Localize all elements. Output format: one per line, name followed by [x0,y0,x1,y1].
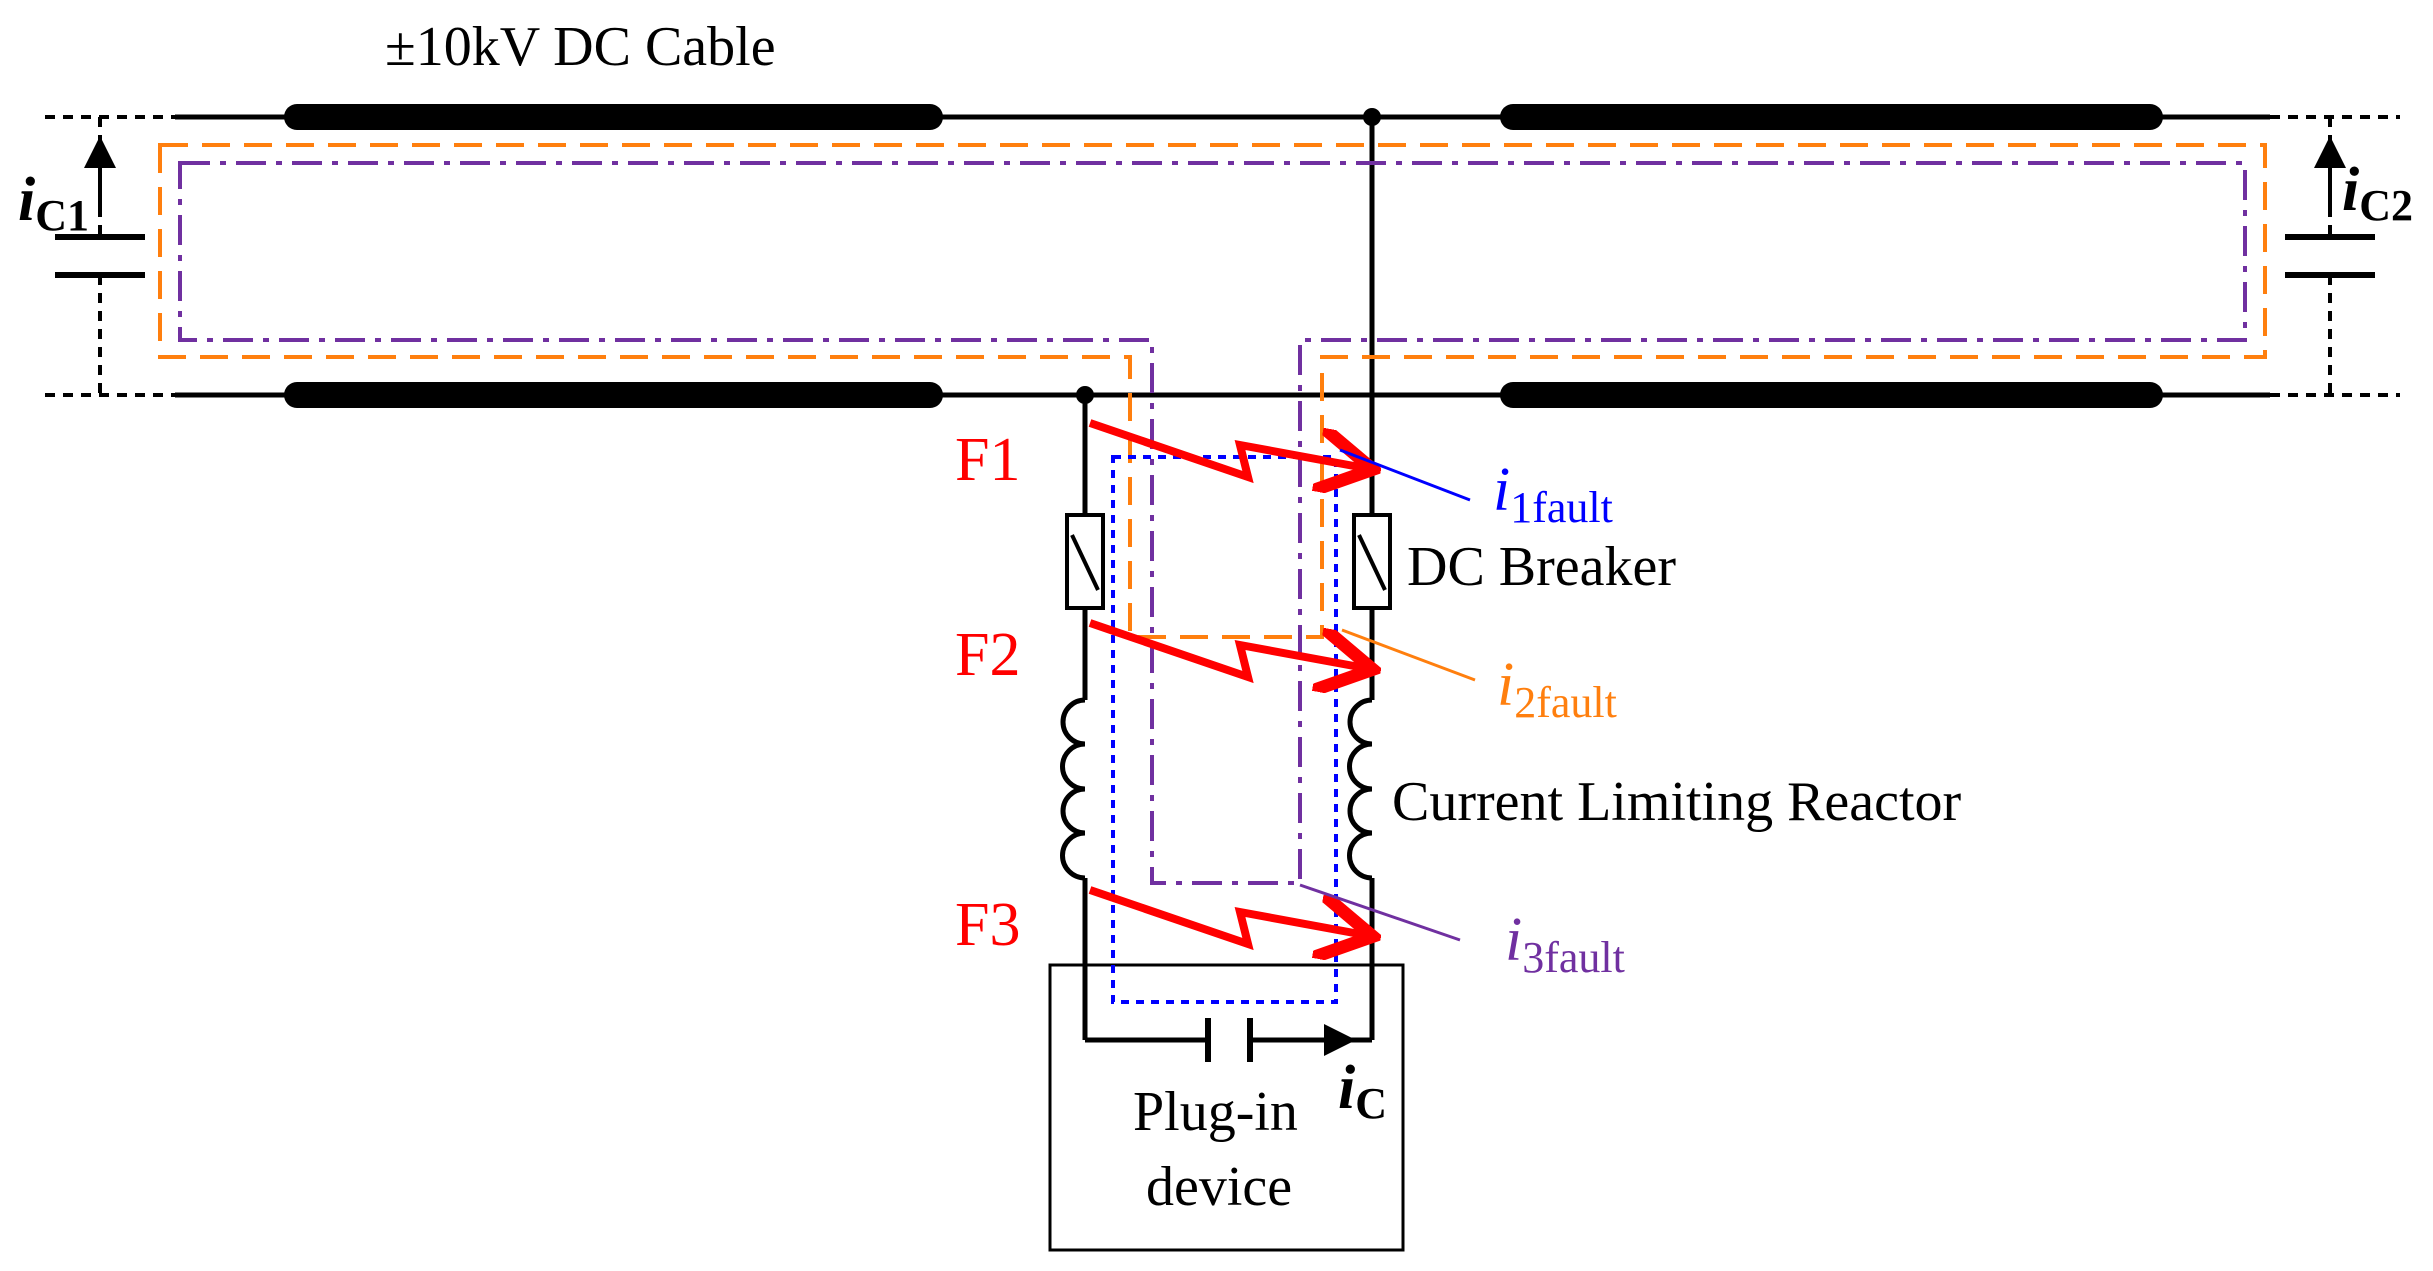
ic-label: iC [1338,1054,1387,1128]
cable-label: ±10kV DC Cable [385,16,776,78]
device-label-line1: Plug-in [1133,1081,1298,1143]
fault-label-f1: F1 [955,426,1020,494]
i2fault-label: i2fault [1497,651,1617,727]
fault-arrow-f1 [1088,419,1365,477]
fault-loop-1-blue [1111,455,1338,1004]
breaker-right [1352,513,1392,610]
plug-in-device-box [1048,963,1405,1252]
fault-arrow-f2 [1088,619,1365,677]
reactor-label: Current Limiting Reactor [1392,771,1962,833]
i3fault-leader [1299,883,1461,942]
cable-segments [284,104,2163,408]
reactor-left-coil [1060,697,1086,881]
breaker-left [1065,513,1105,610]
i3fault-label: i3fault [1505,906,1625,982]
ic1-label: iC1 [18,166,89,240]
breaker-label: DC Breaker [1407,536,1676,598]
fault-label-f2: F2 [955,621,1020,689]
reactor-right-coil [1347,697,1373,881]
ic2-label: iC2 [2342,156,2413,230]
fault-label-f3: F3 [955,891,1020,959]
fault-loop-3-purple [178,161,2247,885]
fault-arrow-f3 [1088,886,1365,944]
device-label-line2: device [1146,1156,1292,1218]
i1fault-leader [1339,448,1471,502]
i1fault-label: i1fault [1493,456,1613,532]
i2fault-leader [1341,628,1476,682]
